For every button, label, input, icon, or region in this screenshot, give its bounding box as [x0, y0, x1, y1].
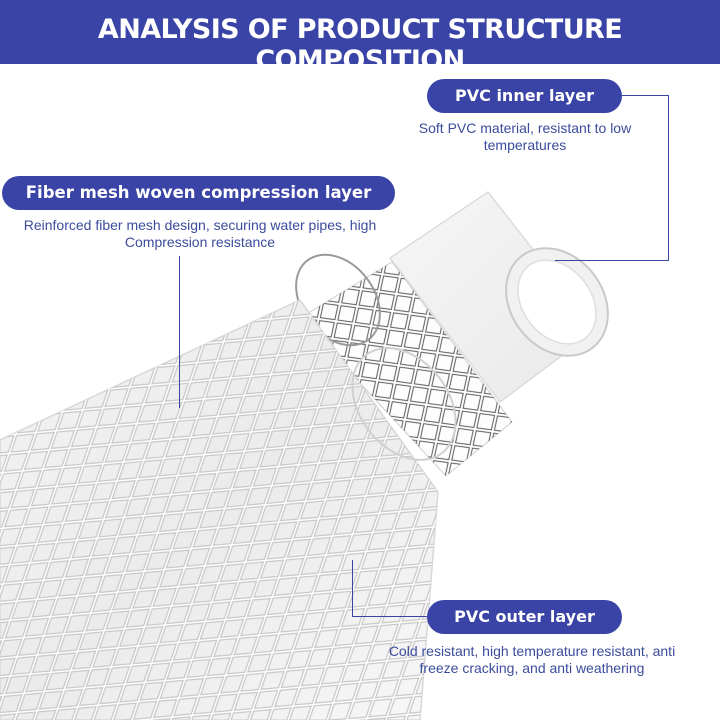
- inner-layer-label: PVC inner layer: [427, 79, 622, 113]
- inner-layer-description-line-2: temperatures: [483, 137, 567, 153]
- outer-layer-label: PVC outer layer: [427, 600, 622, 634]
- mesh-layer-leader: [179, 256, 180, 408]
- mesh-layer-label: Fiber mesh woven compression layer: [2, 176, 395, 210]
- outer-layer-leader-horizontal: [352, 616, 427, 617]
- inner-layer-description-line-1: Soft PVC material, resistant to low: [418, 120, 632, 136]
- outer-tube: [0, 299, 457, 720]
- mesh-layer-description-line-1: Reinforced fiber mesh design, securing w…: [23, 217, 377, 233]
- inner-layer-leader-end: [555, 260, 669, 261]
- outer-layer-leader-vertical: [352, 560, 353, 617]
- outer-layer-description: Cold resistant, high temperature resista…: [370, 643, 694, 677]
- title-banner: ANALYSIS OF PRODUCT STRUCTURE COMPOSITIO…: [0, 0, 720, 76]
- inner-layer-description: Soft PVC material, resistant to low temp…: [394, 120, 656, 154]
- page-title: ANALYSIS OF PRODUCT STRUCTURE COMPOSITIO…: [97, 14, 623, 76]
- inner-layer-leader-vertical: [668, 95, 669, 261]
- outer-layer-description-line-1: Cold resistant, high temperature resista…: [388, 643, 676, 659]
- mesh-layer-description-line-2: Compression resistance: [124, 234, 276, 250]
- mesh-layer-description: Reinforced fiber mesh design, securing w…: [5, 217, 395, 251]
- outer-layer-description-line-2: freeze cracking, and anti weathering: [419, 660, 645, 676]
- inner-tube: [388, 190, 609, 404]
- inner-layer-leader-horizontal: [622, 95, 669, 96]
